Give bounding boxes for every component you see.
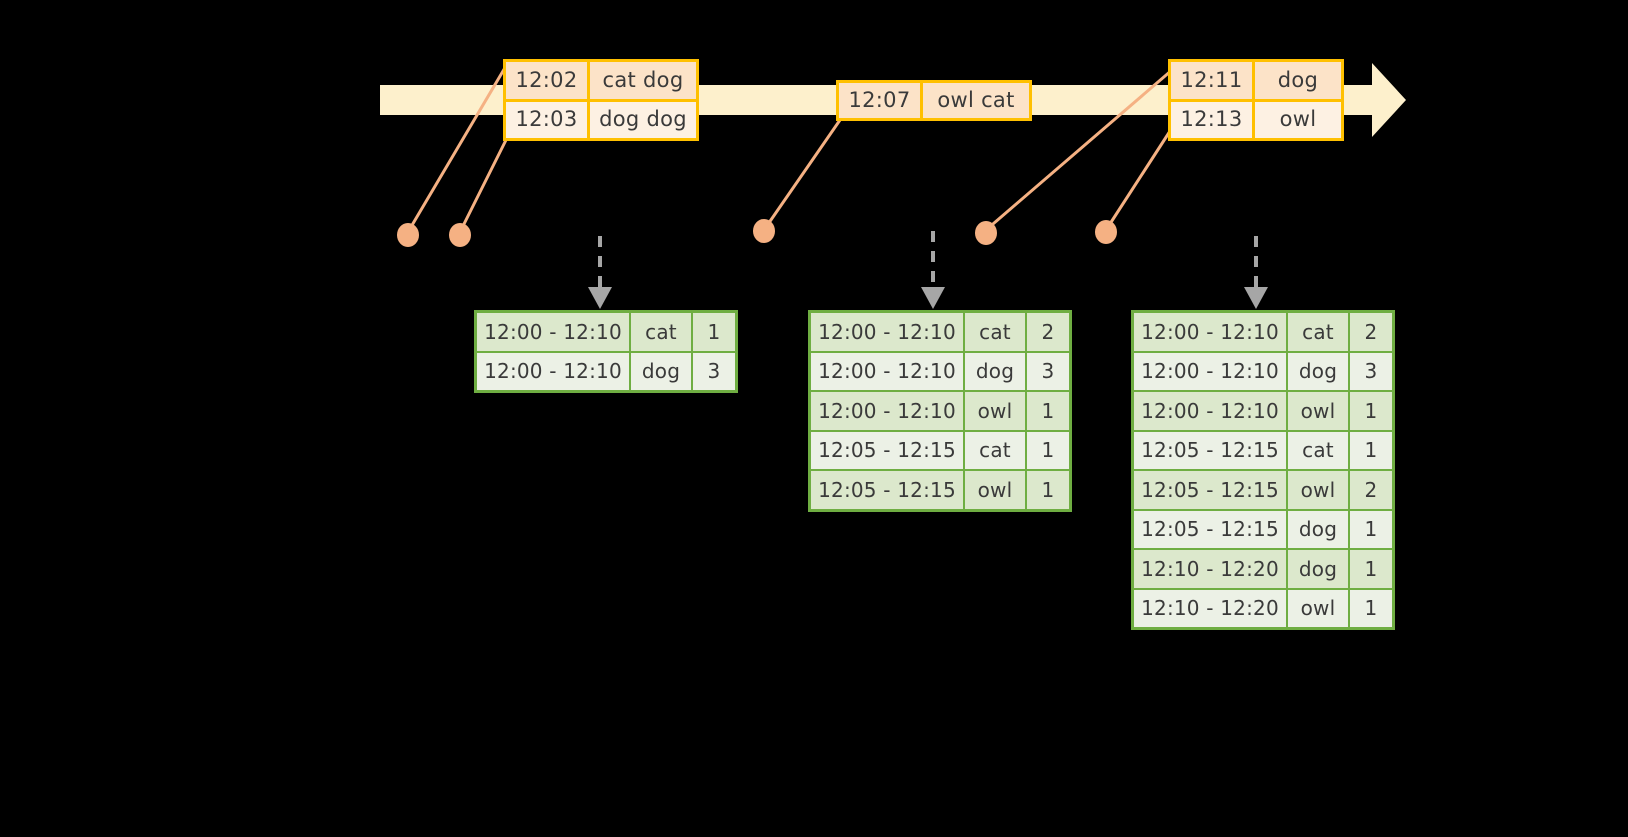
window-cell: 12:00 - 12:10 [477,352,629,390]
count-cell: 3 [1350,352,1392,390]
key-cell: dog [1288,352,1348,390]
event-payload: owl cat [923,83,1029,118]
count-cell: 1 [1027,431,1069,469]
event-time: 12:13 [1171,101,1255,138]
key-cell: owl [1288,589,1348,627]
event-box-2[interactable]: 12:07 owl cat [836,80,1032,121]
connector-line-3 [762,118,842,232]
event-row[interactable]: 12:07 owl cat [839,83,1029,118]
window-cell: 12:05 - 12:15 [811,431,963,469]
event-time: 12:03 [506,101,590,138]
event-time: 12:02 [506,62,590,99]
window-cell: 12:10 - 12:20 [1134,589,1286,627]
key-cell: dog [965,352,1025,390]
event-marker-dot-4 [975,221,997,245]
count-cell: 1 [1350,392,1392,430]
window-cell: 12:00 - 12:10 [1134,352,1286,390]
event-payload: dog [1255,62,1341,99]
event-box-3[interactable]: 12:11 dog 12:13 owl [1168,59,1344,141]
key-cell: owl [1288,471,1348,509]
window-cell: 12:00 - 12:10 [1134,313,1286,351]
window-cell: 12:00 - 12:10 [811,352,963,390]
connector-line-2 [458,138,508,234]
window-cell: 12:05 - 12:15 [1134,471,1286,509]
count-cell: 2 [1027,313,1069,351]
count-cell: 3 [693,352,735,390]
event-box-1[interactable]: 12:02 cat dog 12:03 dog dog [503,59,699,141]
flow-arrow-head-3 [1244,287,1268,309]
key-cell: cat [1288,431,1348,469]
event-marker-dot-1 [397,223,419,247]
count-cell: 1 [1350,550,1392,588]
count-cell: 1 [1027,392,1069,430]
window-cell: 12:00 - 12:10 [477,313,629,351]
window-cell: 12:00 - 12:10 [811,313,963,351]
count-cell: 1 [1350,431,1392,469]
event-time: 12:11 [1171,62,1255,99]
window-cell: 12:00 - 12:10 [811,392,963,430]
count-cell: 1 [1350,589,1392,627]
count-cell: 2 [1350,313,1392,351]
event-payload: dog dog [590,101,696,138]
count-cell: 2 [1350,471,1392,509]
event-payload: cat dog [590,62,696,99]
event-marker-dot-5 [1095,220,1117,244]
window-cell: 12:00 - 12:10 [1134,392,1286,430]
window-cell: 12:05 - 12:15 [1134,431,1286,469]
count-cell: 1 [1350,510,1392,548]
window-cell: 12:05 - 12:15 [811,471,963,509]
flow-arrow-head-2 [921,287,945,309]
event-row[interactable]: 12:13 owl [1171,98,1341,138]
key-cell: owl [965,471,1025,509]
key-cell: dog [1288,510,1348,548]
event-marker-dot-3 [753,219,775,243]
key-cell: cat [631,313,691,351]
event-time: 12:07 [839,83,923,118]
event-payload: owl [1255,101,1341,138]
event-row[interactable]: 12:03 dog dog [506,98,696,138]
connector-line-5 [1104,126,1174,232]
flow-arrow-heads [588,287,1268,309]
count-cell: 1 [1027,471,1069,509]
key-cell: dog [631,352,691,390]
count-cell: 1 [693,313,735,351]
event-row[interactable]: 12:02 cat dog [506,62,696,99]
flow-arrows [598,231,1258,288]
key-cell: cat [965,313,1025,351]
key-cell: owl [1288,392,1348,430]
window-cell: 12:10 - 12:20 [1134,550,1286,588]
connector-line-1 [406,64,508,234]
event-row[interactable]: 12:11 dog [1171,62,1341,99]
key-cell: dog [1288,550,1348,588]
key-cell: cat [1288,313,1348,351]
key-cell: cat [965,431,1025,469]
event-marker-dot-2 [449,223,471,247]
flow-arrow-head-1 [588,287,612,309]
count-cell: 3 [1027,352,1069,390]
key-cell: owl [965,392,1025,430]
window-cell: 12:05 - 12:15 [1134,510,1286,548]
